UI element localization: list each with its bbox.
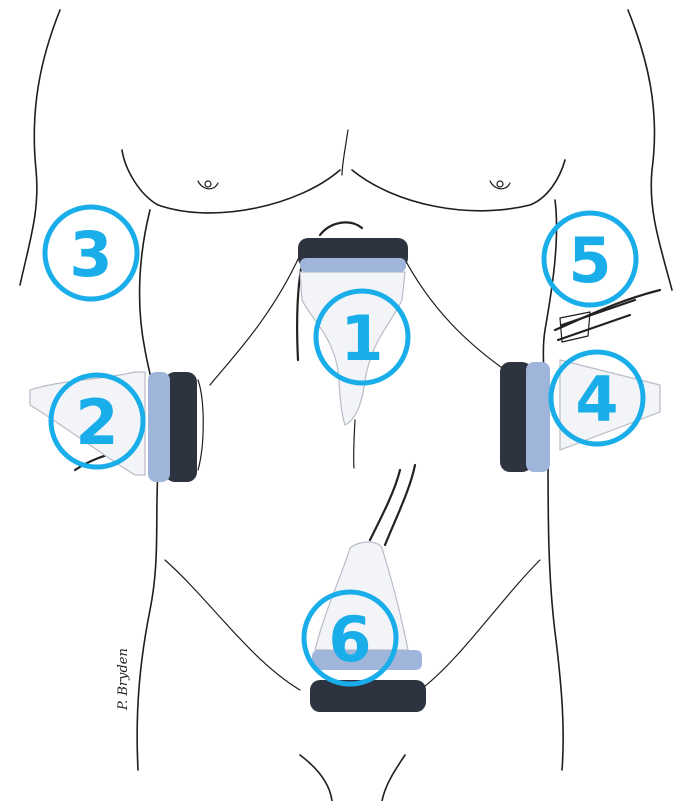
marker-3-label: 3 xyxy=(69,218,112,291)
marker-2-label: 2 xyxy=(75,386,118,459)
marker-5: 5 xyxy=(544,213,636,305)
marker-6-label: 6 xyxy=(328,603,371,676)
marker-5-label: 5 xyxy=(568,224,611,297)
signature: P. Bryden xyxy=(116,648,131,711)
marker-1-label: 1 xyxy=(340,302,383,375)
marker-3: 3 xyxy=(45,207,137,299)
marker-4-label: 4 xyxy=(575,363,618,436)
